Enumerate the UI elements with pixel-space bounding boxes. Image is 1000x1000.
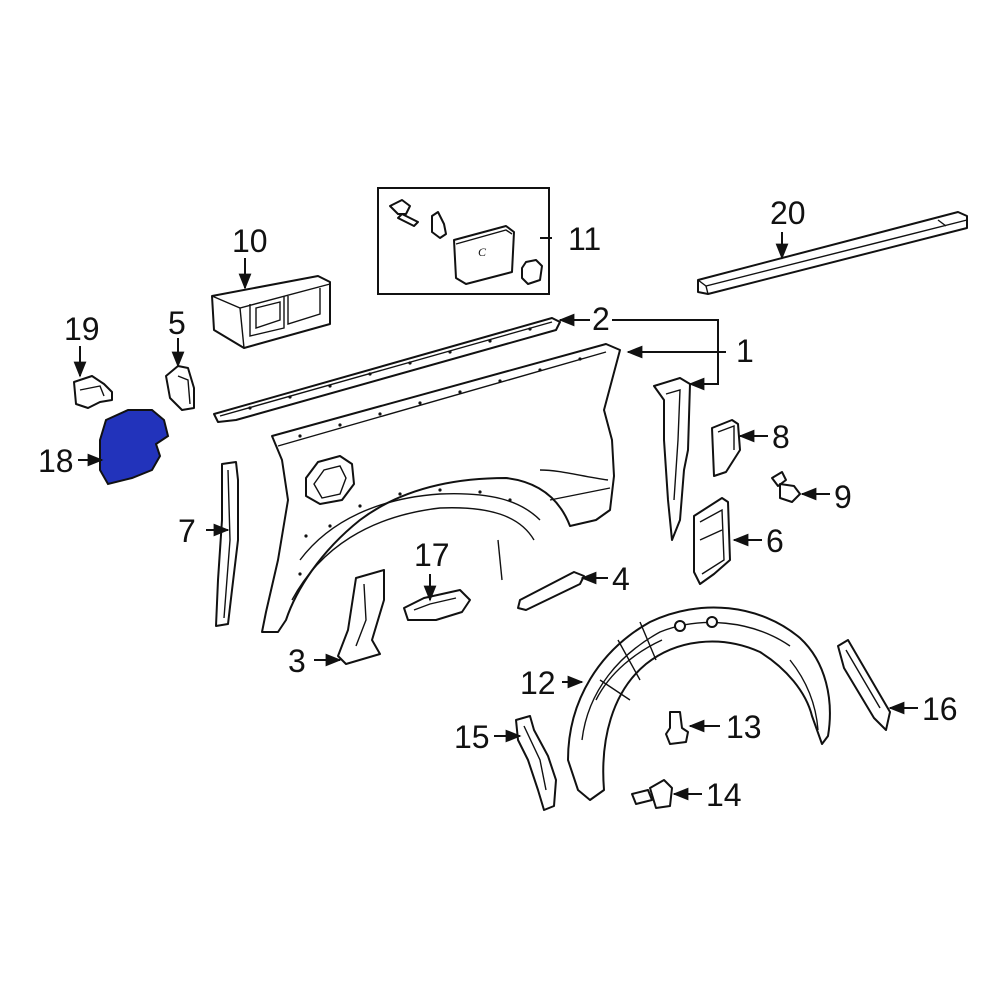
- part-7-strip[interactable]: [215, 461, 239, 627]
- callout-6: 6: [766, 523, 784, 559]
- part-1-upper-bracket[interactable]: [653, 377, 691, 541]
- kit-cap: C: [453, 225, 515, 285]
- callout-12: 12: [520, 665, 556, 701]
- part-2-top-rail[interactable]: [213, 317, 561, 423]
- part-8-bracket[interactable]: [711, 419, 741, 477]
- part-9-bolt[interactable]: [771, 471, 801, 503]
- callout-labels: 1 2 3 4 5 6 7 8 9 10 11 12 13 14 15 16 1…: [38, 195, 958, 813]
- part-18-fuel-door[interactable]: [99, 409, 170, 486]
- callout-19: 19: [64, 311, 100, 347]
- leader-lines: [73, 232, 918, 801]
- part-20-rail[interactable]: [697, 211, 968, 295]
- kit-grommet: [521, 259, 543, 285]
- part-19-hinge[interactable]: [73, 375, 113, 409]
- part-4-seal-strip[interactable]: [517, 571, 585, 611]
- callout-11: 11: [568, 221, 601, 257]
- callout-4: 4: [612, 561, 630, 597]
- part-10-pocket[interactable]: [211, 275, 331, 349]
- callout-13: 13: [726, 709, 762, 745]
- callout-7: 7: [178, 513, 196, 549]
- callout-16: 16: [922, 691, 958, 727]
- part-17-shield[interactable]: [403, 589, 471, 621]
- callout-15: 15: [454, 719, 490, 755]
- part-3-bracket[interactable]: [337, 569, 385, 665]
- callout-10: 10: [232, 223, 268, 259]
- part-11-hardware-kit[interactable]: C: [377, 187, 550, 295]
- part-1-bed-side[interactable]: [261, 343, 621, 633]
- kit-cap-letter: C: [478, 245, 487, 259]
- callout-8: 8: [772, 419, 790, 455]
- part-13-clip[interactable]: [665, 711, 689, 745]
- part-6-bracket[interactable]: [693, 497, 731, 585]
- callout-17: 17: [414, 537, 450, 573]
- callout-18: 18: [38, 443, 74, 479]
- callout-20: 20: [770, 195, 806, 231]
- callout-9: 9: [834, 479, 852, 515]
- kit-clip: [431, 211, 447, 239]
- part-5-bumper[interactable]: [165, 365, 195, 411]
- callout-5: 5: [168, 305, 186, 341]
- part-14-bolt[interactable]: [631, 779, 673, 809]
- kit-bolt: [389, 199, 419, 227]
- part-15-bracket[interactable]: [515, 715, 557, 811]
- part-16-strip[interactable]: [837, 639, 891, 731]
- callout-2: 2: [592, 301, 610, 337]
- callout-3: 3: [288, 643, 306, 679]
- part-12-wheelhouse-liner[interactable]: [567, 606, 831, 801]
- callout-14: 14: [706, 777, 742, 813]
- callout-1: 1: [736, 333, 754, 369]
